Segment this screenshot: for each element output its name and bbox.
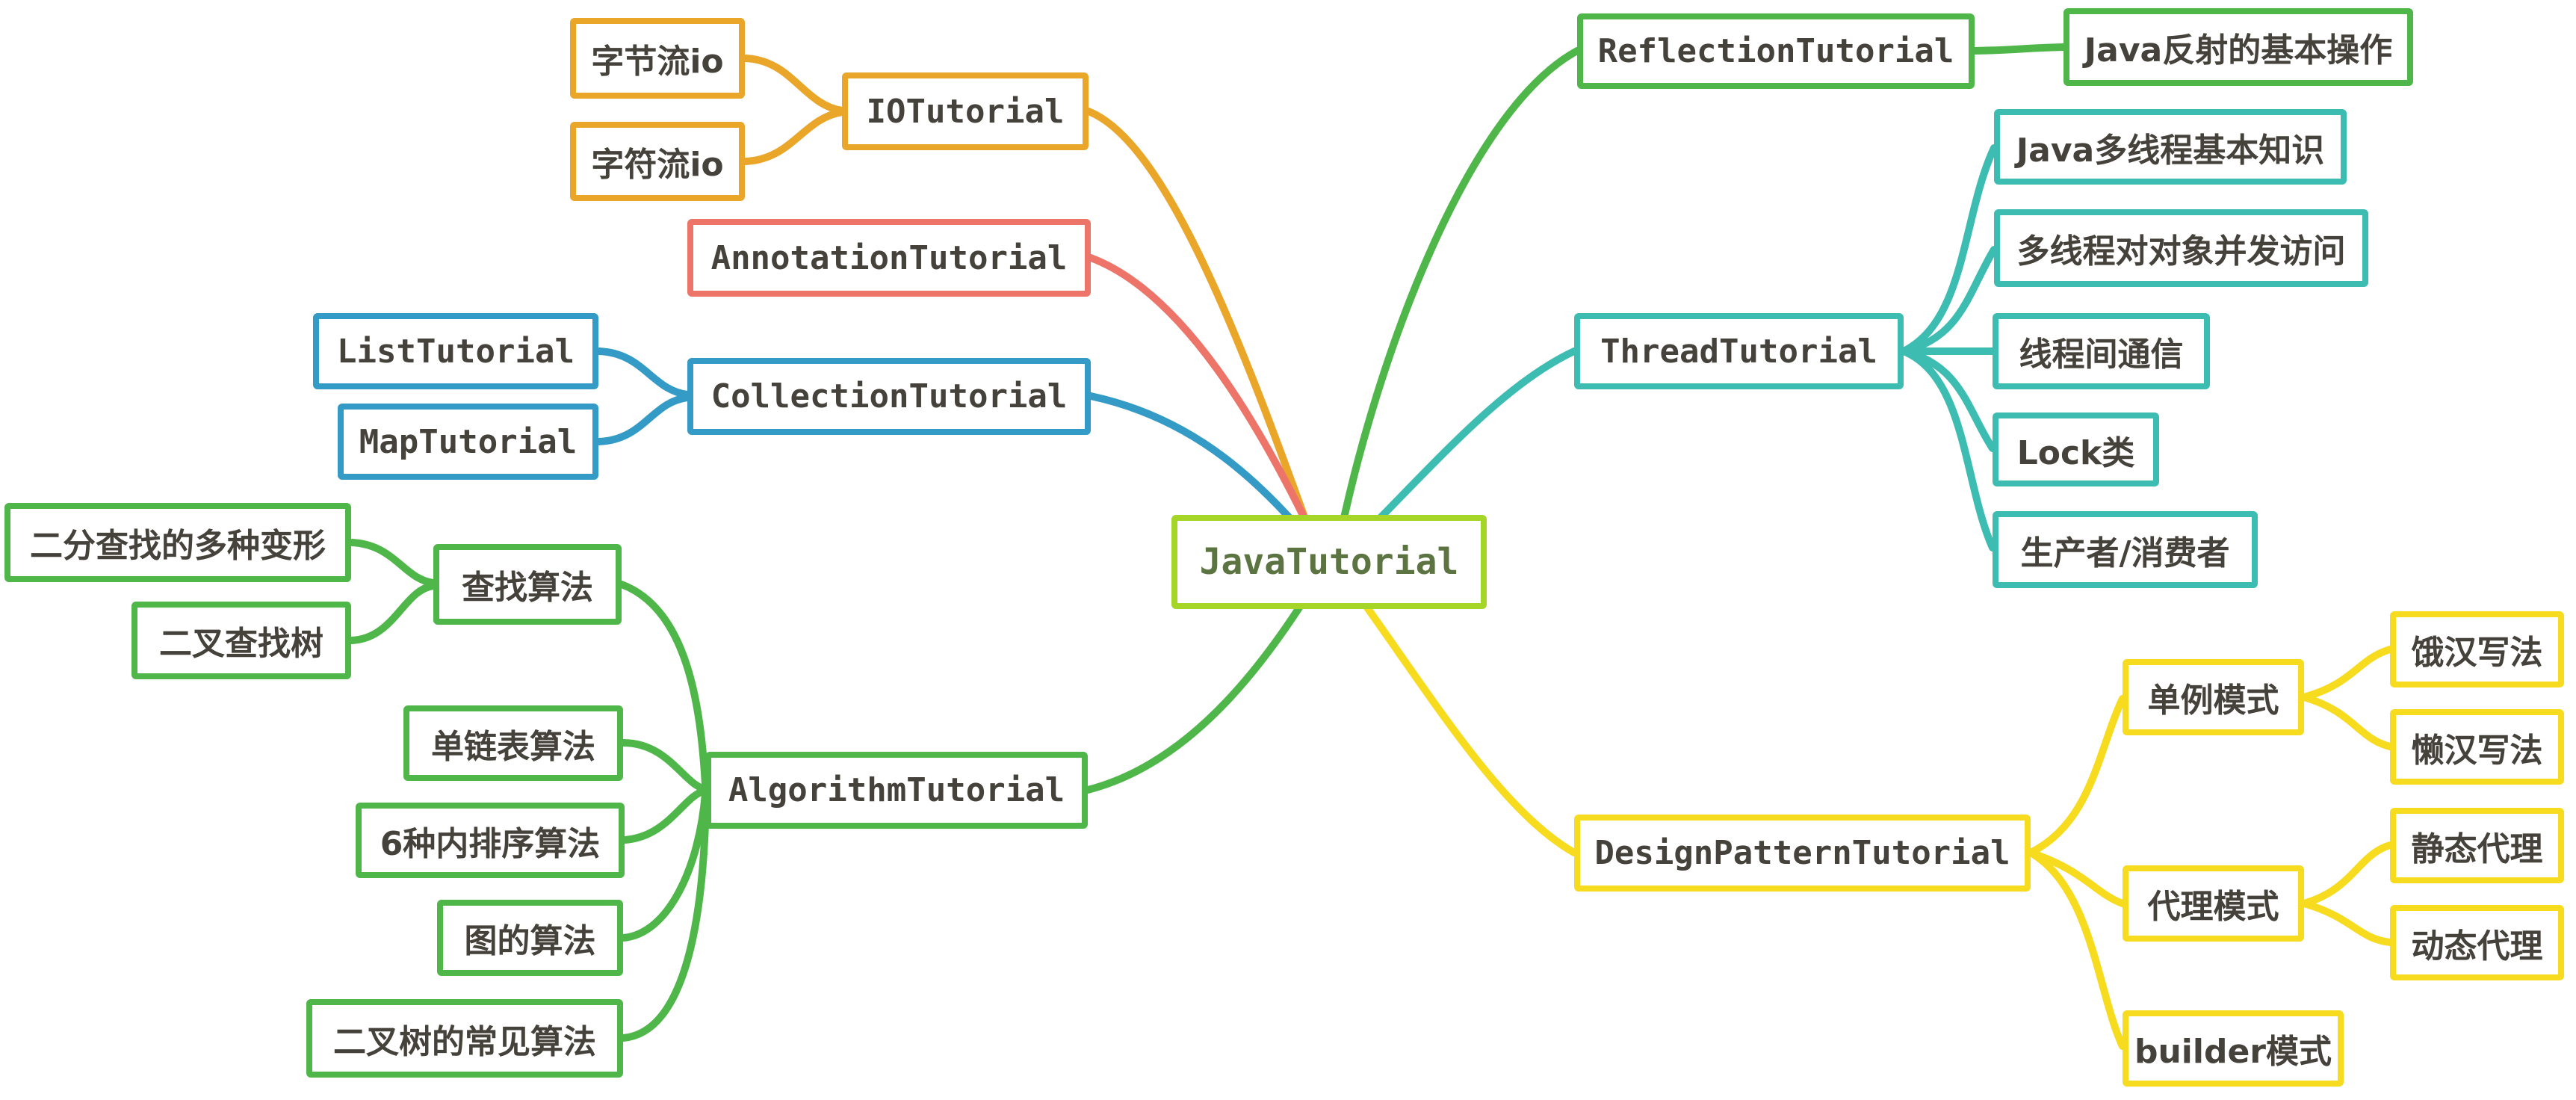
node-graph-algorithms-label: 图的算法 bbox=[464, 922, 596, 960]
node-singleton-pattern[interactable]: 单例模式 bbox=[2123, 659, 2304, 735]
node-lazy-singleton-label: 懒汉写法 bbox=[2411, 731, 2543, 770]
node-binary-search-variants-label: 二分查找的多种变形 bbox=[30, 527, 326, 565]
node-inter-thread-communication[interactable]: 线程间通信 bbox=[1993, 313, 2210, 389]
node-annotation-tutorial[interactable]: AnnotationTutorial bbox=[687, 219, 1091, 297]
edge-designpatterntutorial-singleton-pattern bbox=[2027, 695, 2126, 856]
node-io-tutorial[interactable]: IOTutorial bbox=[842, 72, 1089, 150]
node-dynamic-proxy-label: 动态代理 bbox=[2411, 927, 2543, 965]
edge-singleton-pattern-hungry-singleton bbox=[2300, 646, 2394, 701]
node-collection-tutorial-label: CollectionTutorial bbox=[710, 377, 1068, 415]
node-map-tutorial[interactable]: MapTutorial bbox=[338, 404, 598, 480]
edge-char-stream-io-iotutorial bbox=[741, 108, 846, 165]
node-binary-search-tree[interactable]: 二叉查找树 bbox=[131, 602, 351, 679]
node-static-proxy-label: 静态代理 bbox=[2411, 829, 2543, 868]
edge-internal-sorting-algorithms-algorithmtutorial bbox=[621, 787, 709, 844]
node-internal-sorting-algorithms-label: 6种内排序算法 bbox=[380, 824, 601, 863]
node-annotation-tutorial-label: AnnotationTutorial bbox=[710, 238, 1068, 277]
edge-designpatterntutorial-builder-pattern bbox=[2027, 849, 2126, 1050]
edge-byte-stream-io-iotutorial bbox=[741, 55, 846, 114]
edge-singleton-pattern-lazy-singleton bbox=[2300, 693, 2394, 750]
node-thread-basics[interactable]: Java多线程基本知识 bbox=[1994, 109, 2347, 185]
edge-reflectiontutorial-java-reflection-basics bbox=[1971, 43, 2067, 55]
node-binary-tree-algorithms[interactable]: 二叉树的常见算法 bbox=[306, 999, 623, 1078]
node-linked-list-algorithms[interactable]: 单链表算法 bbox=[403, 705, 623, 781]
node-linked-list-algorithms-label: 单链表算法 bbox=[431, 727, 595, 766]
node-proxy-pattern[interactable]: 代理模式 bbox=[2123, 865, 2304, 942]
node-concurrent-object-access[interactable]: 多线程对对象并发访问 bbox=[1994, 209, 2368, 287]
node-binary-tree-algorithms-label: 二叉树的常见算法 bbox=[333, 1022, 596, 1061]
edge-threadtutorial-lock-class bbox=[1900, 347, 1996, 452]
node-design-pattern-tutorial[interactable]: DesignPatternTutorial bbox=[1574, 815, 2031, 892]
node-char-stream-io-label: 字符流io bbox=[591, 146, 724, 184]
node-reflection-tutorial-label: ReflectionTutorial bbox=[1597, 32, 1954, 70]
node-thread-basics-label: Java多线程基本知识 bbox=[2016, 131, 2325, 170]
node-list-tutorial-label: ListTutorial bbox=[337, 332, 575, 371]
node-algorithm-tutorial-label: AlgorithmTutorial bbox=[728, 771, 1065, 809]
edge-search-algorithms-algorithmtutorial bbox=[618, 581, 709, 788]
node-producer-consumer-label: 生产者/消费者 bbox=[2020, 534, 2230, 572]
node-search-algorithms[interactable]: 查找算法 bbox=[433, 544, 622, 625]
node-hungry-singleton-label: 饿汉写法 bbox=[2411, 634, 2543, 672]
node-inter-thread-communication-label: 线程间通信 bbox=[2019, 336, 2184, 374]
edge-listtutorial-collectiontutorial bbox=[595, 347, 691, 398]
node-list-tutorial[interactable]: ListTutorial bbox=[313, 313, 598, 389]
node-producer-consumer[interactable]: 生产者/消费者 bbox=[1993, 511, 2258, 588]
edge-iotutorial-javatutorial bbox=[1085, 108, 1322, 560]
node-algorithm-tutorial[interactable]: AlgorithmTutorial bbox=[705, 752, 1088, 829]
node-lazy-singleton[interactable]: 懒汉写法 bbox=[2390, 709, 2564, 785]
edge-threadtutorial-concurrent-object-access bbox=[1900, 246, 1998, 355]
edge-binary-search-tree-search-algorithms bbox=[347, 582, 437, 644]
node-builder-pattern-label: builder模式 bbox=[2134, 1033, 2332, 1071]
node-proxy-pattern-label: 代理模式 bbox=[2147, 888, 2279, 926]
node-hungry-singleton[interactable]: 饿汉写法 bbox=[2390, 611, 2564, 688]
edge-threadtutorial-thread-basics bbox=[1900, 144, 1998, 355]
node-java-reflection-basics-label: Java反射的基本操作 bbox=[2084, 31, 2393, 69]
node-design-pattern-tutorial-label: DesignPatternTutorial bbox=[1594, 834, 2010, 872]
node-io-tutorial-label: IOTutorial bbox=[866, 92, 1065, 131]
node-graph-algorithms[interactable]: 图的算法 bbox=[437, 900, 623, 976]
node-lock-class-label: Lock类 bbox=[2016, 433, 2135, 472]
edge-annotationtutorial-javatutorial bbox=[1087, 254, 1328, 563]
node-singleton-pattern-label: 单例模式 bbox=[2147, 682, 2279, 720]
edge-threadtutorial-producer-consumer bbox=[1900, 347, 1996, 551]
edge-proxy-pattern-static-proxy bbox=[2300, 841, 2394, 907]
node-java-tutorial-label: JavaTutorial bbox=[1199, 541, 1459, 583]
node-internal-sorting-algorithms[interactable]: 6种内排序算法 bbox=[356, 803, 625, 878]
node-static-proxy[interactable]: 静态代理 bbox=[2390, 808, 2564, 883]
edge-binary-search-variants-search-algorithms bbox=[347, 539, 437, 587]
node-concurrent-object-access-label: 多线程对对象并发访问 bbox=[2016, 232, 2346, 271]
node-reflection-tutorial[interactable]: ReflectionTutorial bbox=[1577, 13, 1975, 89]
edge-proxy-pattern-dynamic-proxy bbox=[2300, 900, 2394, 946]
node-java-tutorial[interactable]: JavaTutorial bbox=[1171, 515, 1487, 609]
edge-binary-tree-algorithms-algorithmtutorial bbox=[619, 791, 710, 1042]
edge-linked-list-algorithms-algorithmtutorial bbox=[619, 739, 709, 793]
node-lock-class[interactable]: Lock类 bbox=[1993, 412, 2159, 486]
edge-designpatterntutorial-javatutorial bbox=[1334, 563, 1578, 856]
node-dynamic-proxy[interactable]: 动态代理 bbox=[2390, 905, 2564, 980]
node-map-tutorial-label: MapTutorial bbox=[359, 422, 578, 461]
node-binary-search-variants[interactable]: 二分查找的多种变形 bbox=[4, 503, 351, 582]
node-binary-search-tree-label: 二叉查找树 bbox=[159, 625, 323, 663]
node-thread-tutorial-label: ThreadTutorial bbox=[1600, 332, 1877, 371]
node-thread-tutorial[interactable]: ThreadTutorial bbox=[1574, 313, 1904, 389]
node-char-stream-io[interactable]: 字符流io bbox=[570, 122, 745, 201]
edge-maptutorial-collectiontutorial bbox=[595, 394, 691, 445]
node-byte-stream-io[interactable]: 字节流io bbox=[570, 18, 745, 99]
node-collection-tutorial[interactable]: CollectionTutorial bbox=[687, 358, 1091, 435]
edge-graph-algorithms-algorithmtutorial bbox=[619, 790, 709, 942]
node-byte-stream-io-label: 字节流io bbox=[591, 43, 724, 81]
node-builder-pattern[interactable]: builder模式 bbox=[2123, 1010, 2344, 1087]
node-java-reflection-basics[interactable]: Java反射的基本操作 bbox=[2063, 8, 2413, 86]
node-search-algorithms-label: 查找算法 bbox=[462, 569, 593, 607]
edge-reflectiontutorial-javatutorial bbox=[1332, 47, 1581, 561]
edge-designpatterntutorial-proxy-pattern bbox=[2027, 849, 2126, 907]
